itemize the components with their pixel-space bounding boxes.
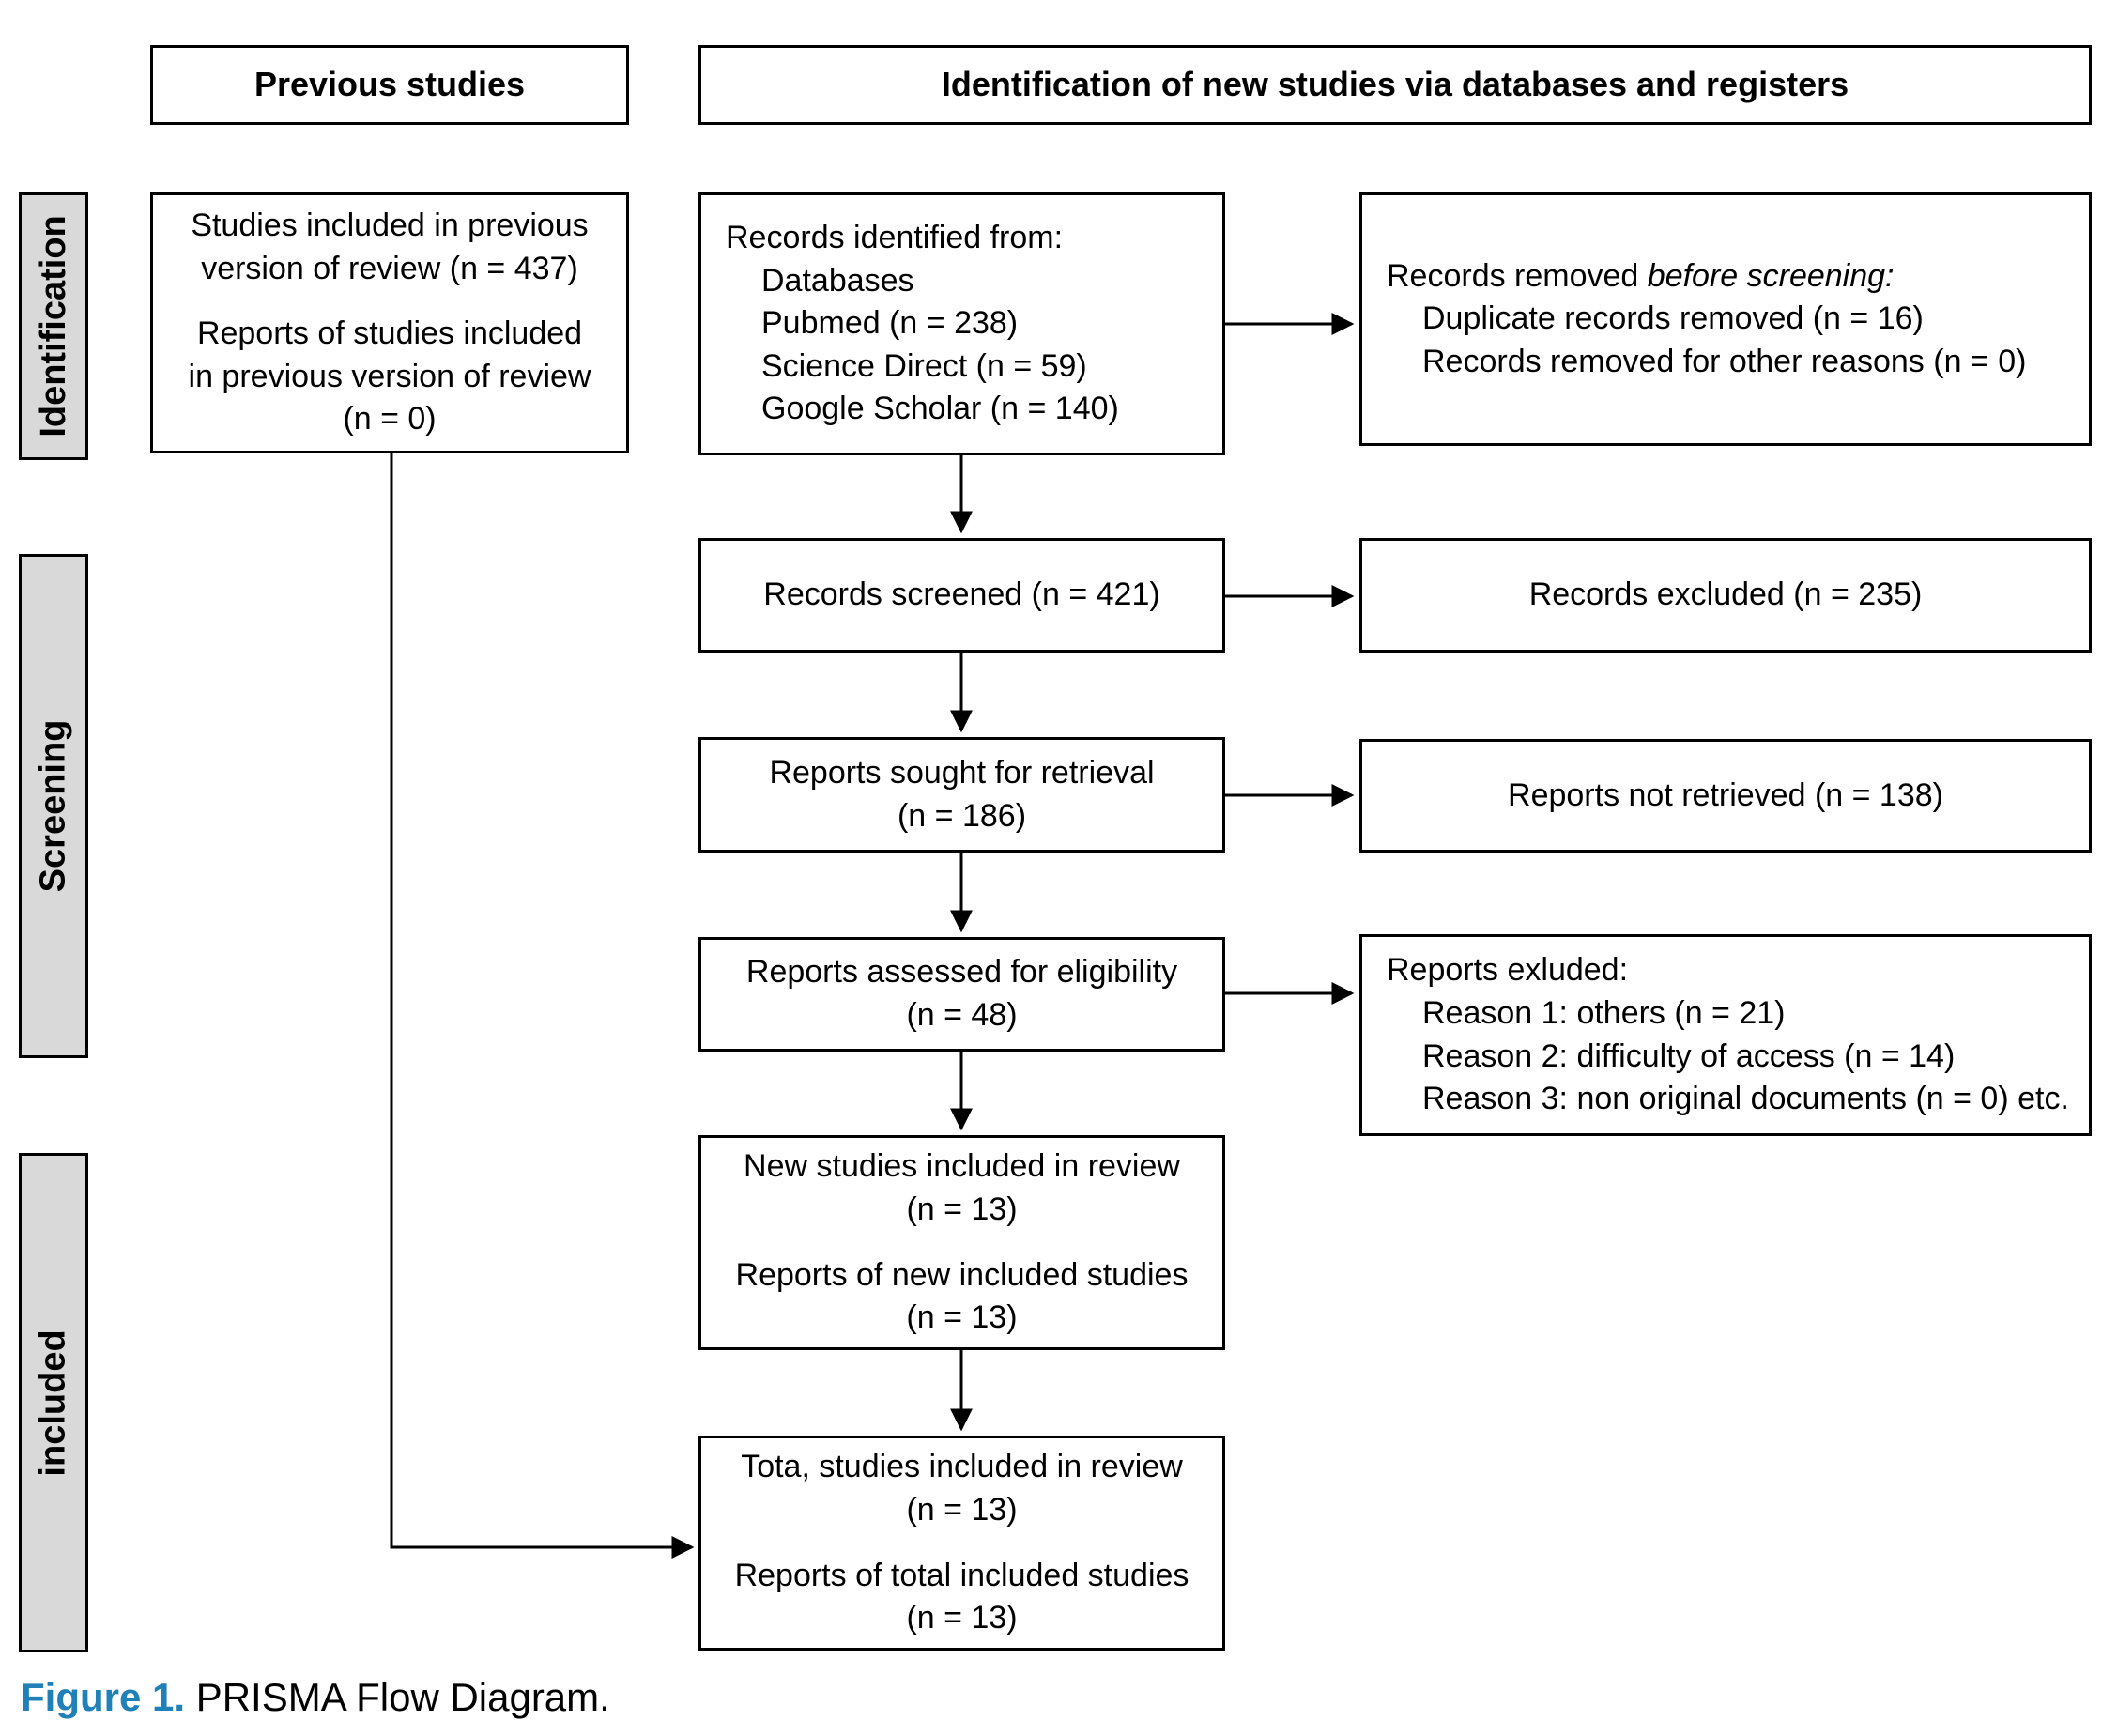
text-line: Reports sought for retrieval [769,754,1155,791]
text-line: New studies included in review [744,1148,1180,1185]
new-studies-para2: Reports of new included studies (n = 13) [736,1254,1189,1340]
new-studies-para1: New studies included in review (n = 13) [744,1145,1180,1231]
sidebar-stage-screening: Screening [19,554,88,1058]
box-records-removed: Records removed before screening: Duplic… [1359,192,2092,446]
reports-excluded-item: Reason 2: difficulty of access (n = 14) [1422,1037,1956,1074]
box-total-studies-included: Tota, studies included in review (n = 13… [698,1436,1225,1651]
box-previous-studies-included: Studies included in previous version of … [150,192,629,453]
header-identification-new-studies: Identification of new studies via databa… [698,45,2092,125]
records-screened-label: Records screened (n = 421) [763,576,1160,613]
sidebar-stage-included-label: included [33,1329,73,1477]
box-records-identified: Records identified from: Databases Pubme… [698,192,1225,455]
text-line: Reports assessed for eligibility [745,954,1178,991]
text-line: in previous version of review [188,358,591,394]
box-reports-excluded: Reports exluded: Reason 1: others (n = 2… [1359,934,2092,1136]
total-studies-para1: Tota, studies included in review (n = 13… [741,1446,1183,1531]
box-reports-not-retrieved: Reports not retrieved (n = 138) [1359,739,2092,853]
box-new-studies-included: New studies included in review (n = 13) … [698,1135,1225,1350]
sidebar-stage-identification: Identification [19,192,88,460]
reports-excluded-item: Reason 1: others (n = 21) [1422,994,1786,1031]
records-identified-item: Science Direct (n = 59) [761,347,1087,384]
total-studies-para2: Reports of total included studies (n = 1… [735,1555,1189,1640]
sidebar-stage-included: included [19,1153,88,1652]
text-line: (n = 48) [906,997,1018,1033]
box-reports-sought: Reports sought for retrieval (n = 186) [698,737,1225,853]
text-line: (n = 0) [343,401,437,438]
text-line: Reports of new included studies [735,1256,1189,1293]
records-removed-title: Records removed before screening: [1387,255,1895,299]
text-line: Tota, studies included in review [741,1449,1183,1485]
text-line: (n = 13) [906,1299,1018,1336]
box-records-excluded: Records excluded (n = 235) [1359,538,2092,653]
text-line: (n = 13) [906,1600,1018,1636]
previous-studies-para2: Reports of studies included in previous … [189,313,591,441]
records-removed-title-italic: before screening: [1647,257,1895,294]
reports-excluded-item: Reason 3: non original documents (n = 0)… [1422,1081,2069,1117]
box-records-screened: Records screened (n = 421) [698,538,1225,653]
previous-studies-para1: Studies included in previous version of … [191,205,588,290]
header-previous-studies-label: Previous studies [253,65,526,104]
sidebar-stage-screening-label: Screening [33,719,73,893]
text-line: Studies included in previous [191,207,589,244]
records-removed-title-prefix: Records removed [1387,257,1648,294]
reports-excluded-title: Reports exluded: [1387,952,1629,989]
sidebar-stage-identification-label: Identification [33,215,73,438]
figure-caption-text: PRISMA Flow Diagram. [185,1675,610,1719]
records-identified-title: Records identified from: [726,220,1064,256]
arrow-previous-to-total [390,453,695,1559]
records-identified-item: Databases [761,262,914,299]
figure-caption: Figure 1. PRISMA Flow Diagram. [21,1675,610,1720]
reports-not-retrieved-label: Reports not retrieved (n = 138) [1508,776,1943,813]
header-previous-studies: Previous studies [150,45,629,125]
text-line: Reports of total included studies [734,1557,1189,1593]
box-reports-assessed: Reports assessed for eligibility (n = 48… [698,937,1225,1052]
text-line: (n = 186) [897,797,1027,834]
records-removed-item: Records removed for other reasons (n = 0… [1422,343,2027,379]
records-removed-item: Duplicate records removed (n = 16) [1422,300,1924,337]
figure-caption-label: Figure 1. [21,1675,186,1719]
records-identified-item: Google Scholar (n = 140) [761,391,1119,427]
records-excluded-label: Records excluded (n = 235) [1528,576,1923,613]
text-line: (n = 13) [906,1491,1018,1528]
text-line: version of review (n = 437) [201,250,578,286]
text-line: (n = 13) [906,1191,1018,1227]
text-line: Reports of studies included [196,315,583,352]
records-identified-item: Pubmed (n = 238) [761,305,1019,342]
header-identification-new-studies-label: Identification of new studies via databa… [941,65,1849,104]
